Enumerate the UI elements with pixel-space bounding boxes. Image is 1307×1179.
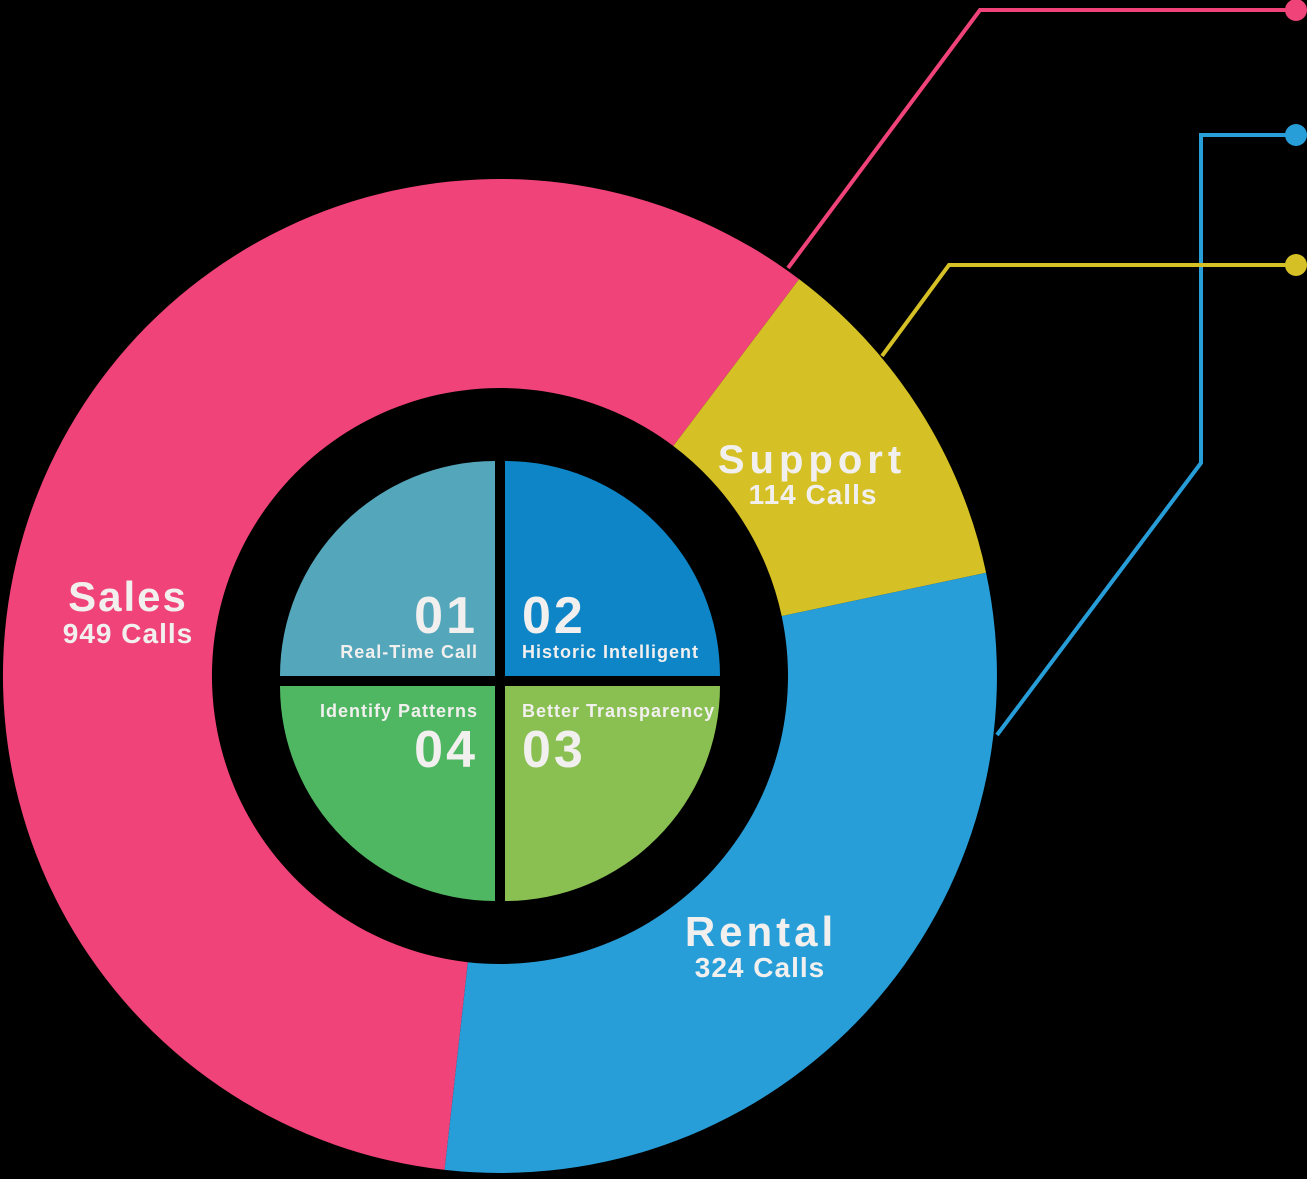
quadrant-02-number: 02 <box>522 587 586 645</box>
quadrant-03-number: 03 <box>522 721 586 779</box>
segment-support <box>673 279 987 617</box>
quadrant-01-number: 01 <box>414 587 478 645</box>
donut-ring <box>2 178 997 1173</box>
sales-calls: 949 Calls <box>63 618 193 649</box>
rental-label: Rental <box>685 908 837 955</box>
segment-labels: Sales 949 Calls Support 114 Calls Rental… <box>63 438 906 983</box>
quadrant-03-shape <box>505 686 720 901</box>
callout-line-support <box>880 263 1287 358</box>
callout-line-sales <box>786 8 1287 270</box>
quadrant-04-shape <box>280 686 495 901</box>
quadrant-03-label: Better Transparency <box>522 701 715 721</box>
quadrant-02-shape <box>505 461 720 676</box>
callout-dot-support <box>1285 254 1307 276</box>
quadrant-01-label: Real-Time Call <box>340 642 478 662</box>
quadrant-04-label: Identify Patterns <box>320 701 478 721</box>
support-calls: 114 Calls <box>749 479 878 510</box>
quadrant-02-label: Historic Intelligent <box>522 642 699 662</box>
quadrant-04-number: 04 <box>414 721 478 779</box>
quadrant-01-shape <box>280 461 495 676</box>
callout-dot-sales <box>1285 0 1307 21</box>
segment-sales <box>2 178 800 1170</box>
center-wheel: 01 Real-Time Call 02 Historic Intelligen… <box>280 461 720 901</box>
sales-label: Sales <box>68 573 188 620</box>
support-label: Support <box>718 438 906 482</box>
callout-line-rental <box>995 133 1287 737</box>
callouts <box>786 0 1307 737</box>
callout-dot-rental <box>1285 124 1307 146</box>
rental-calls: 324 Calls <box>695 952 825 983</box>
segment-rental <box>444 572 997 1173</box>
